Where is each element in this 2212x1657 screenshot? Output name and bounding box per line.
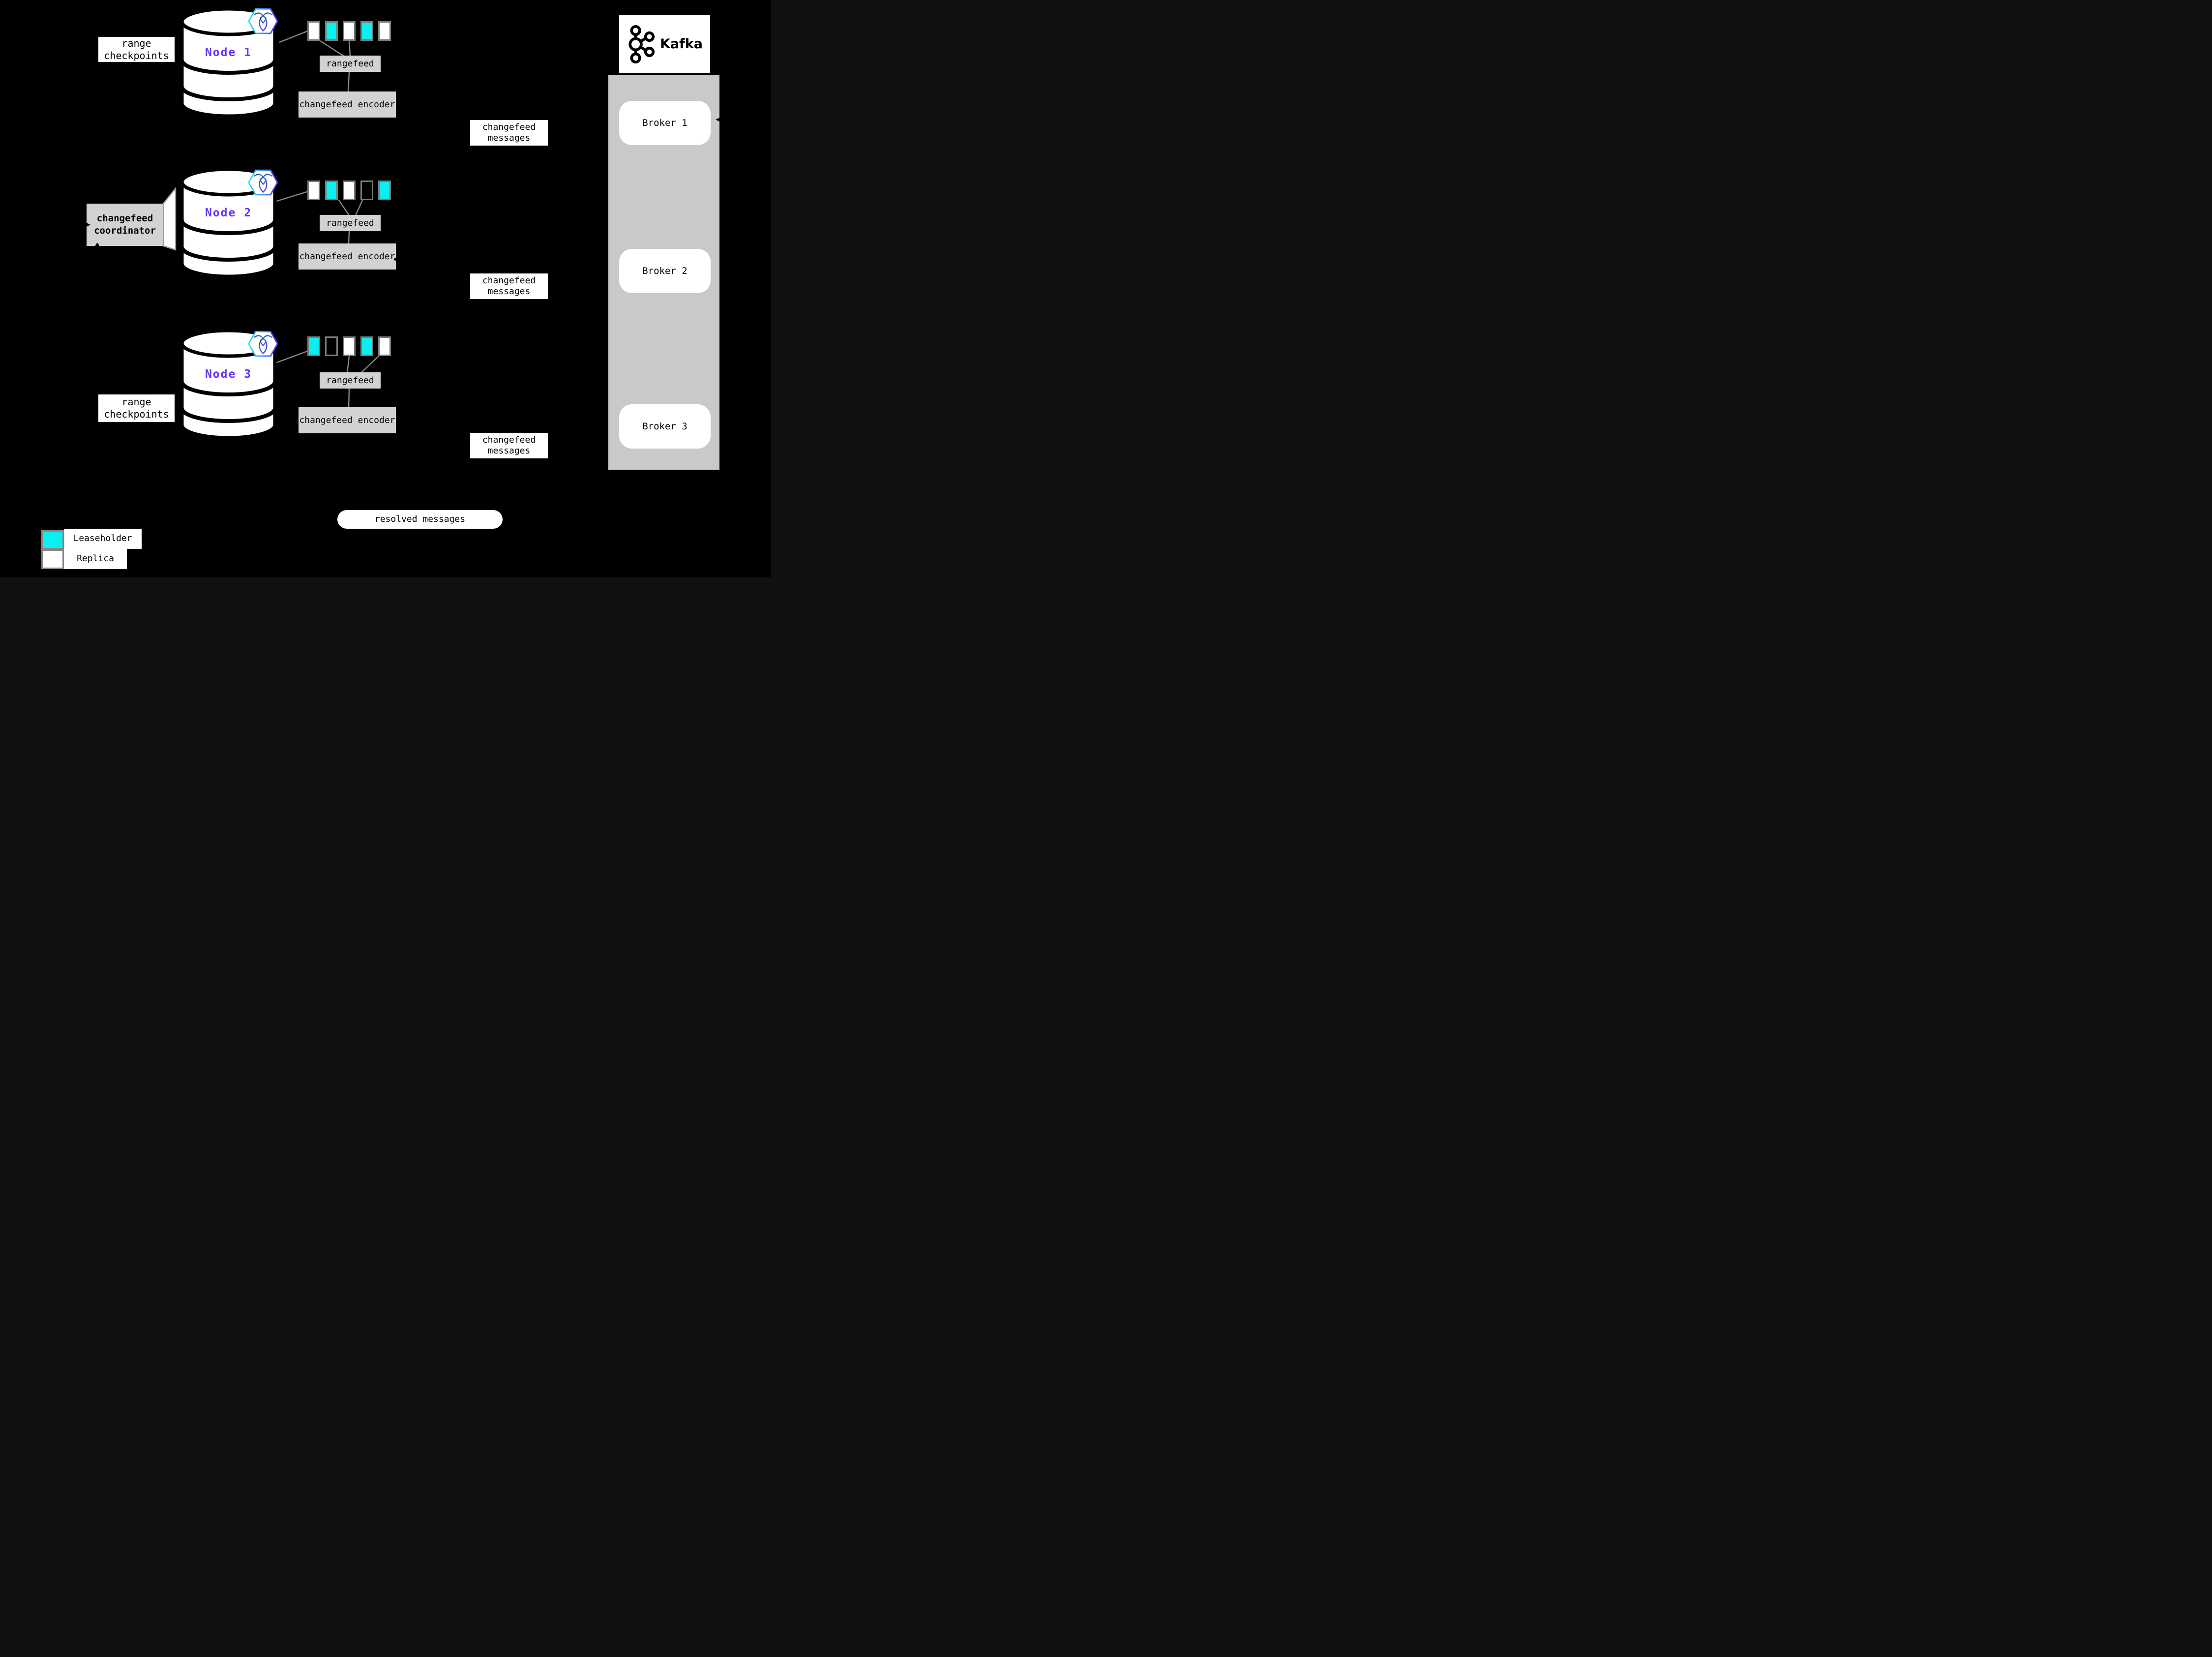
encoder2-arrow-tail-dot <box>394 258 397 261</box>
line-range4-to-rangefeed2 <box>355 200 363 216</box>
node2-rangefeed-box: rangefeed <box>320 215 381 231</box>
node1-range-1 <box>307 21 320 41</box>
changefeed-coordinator-box: changefeed coordinator <box>87 204 163 246</box>
line-range2-to-rangefeed2 <box>338 200 350 216</box>
node1-label: Node 1 <box>205 46 252 59</box>
node1-changefeed-encoder-box: changefeed encoder <box>299 91 396 118</box>
kafka-logo-box: Kafka <box>619 15 710 73</box>
cockroachdb-icon <box>247 168 279 197</box>
node3-range-2 <box>325 336 338 356</box>
legend-leaseholder-label: Leaseholder <box>64 529 142 549</box>
changefeed-messages-label-3: changefeed messages <box>470 433 548 458</box>
node2-changefeed-encoder-box: changefeed encoder <box>299 243 396 270</box>
changefeed-architecture-diagram: Node 1 range checkpoints rangefeed chang… <box>0 0 771 577</box>
node3-rangefeed-box: rangefeed <box>320 372 381 389</box>
arrowhead-into-coordinator <box>83 221 90 228</box>
line-range1-to-rangefeed1 <box>320 40 344 57</box>
line-rangefeed1-to-encoder1 <box>347 71 350 92</box>
node3-range-1 <box>307 336 320 356</box>
broker-2: Broker 2 <box>619 249 711 293</box>
node3-label: Node 3 <box>205 368 252 381</box>
node2-range-5 <box>378 181 391 200</box>
cockroachdb-icon <box>247 329 279 359</box>
resolved-messages-pill: resolved messages <box>337 510 503 529</box>
line-node1-to-range <box>279 30 308 43</box>
arrowhead-into-coordinator-bottom <box>94 242 100 247</box>
coordinator-flag-shape <box>162 186 177 251</box>
node2-label: Node 2 <box>205 207 252 219</box>
node1-range-checkpoints-label: range checkpoints <box>98 37 175 62</box>
broker-1: Broker 1 <box>619 101 711 145</box>
broker-3: Broker 3 <box>619 404 711 449</box>
legend-replica-swatch <box>41 549 64 569</box>
line-node3-to-range <box>275 350 309 364</box>
changefeed-messages-label-1: changefeed messages <box>470 120 548 146</box>
line-range3-to-rangefeed3 <box>346 356 350 373</box>
arrowhead-into-broker-1 <box>716 116 723 123</box>
line-range3-to-rangefeed1 <box>348 40 351 57</box>
line-range5-to-rangefeed3 <box>360 356 379 373</box>
line-node2-to-range <box>273 190 309 203</box>
node2-range-1 <box>307 181 320 200</box>
node2-range-3 <box>343 181 356 200</box>
node1-range-5 <box>378 21 391 41</box>
legend-replica-label: Replica <box>64 549 127 569</box>
legend-leaseholder-swatch <box>41 530 64 549</box>
connector-lines-layer <box>273 30 379 408</box>
kafka-logo-icon <box>628 25 655 63</box>
node3-range-4 <box>360 336 373 356</box>
node2-range-4 <box>360 181 373 200</box>
node1-range-2 <box>325 21 338 41</box>
node3-range-5 <box>378 336 391 356</box>
node3-range-checkpoints-label: range checkpoints <box>98 394 175 422</box>
node3-changefeed-encoder-box: changefeed encoder <box>299 407 396 433</box>
node2-range-2 <box>325 181 338 200</box>
node1-range-4 <box>360 21 373 41</box>
node1-range-3 <box>343 21 356 41</box>
cockroachdb-icon <box>247 6 279 36</box>
kafka-title: Kafka <box>659 36 703 52</box>
node1-rangefeed-box: rangefeed <box>320 56 381 72</box>
node3-range-3 <box>343 336 356 356</box>
changefeed-messages-label-2: changefeed messages <box>470 273 548 299</box>
